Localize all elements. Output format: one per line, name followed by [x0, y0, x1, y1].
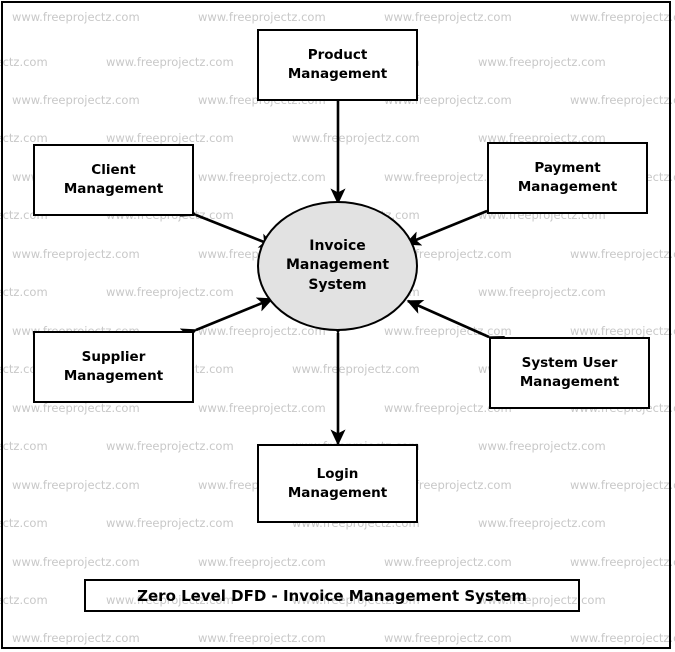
entity-login-management[interactable]: Login Management: [257, 444, 418, 523]
entity-product-management[interactable]: Product Management: [257, 29, 418, 101]
entity-login-management-label: Login Management: [287, 465, 388, 501]
flow-client: [179, 202, 276, 248]
entity-client-management[interactable]: Client Management: [33, 144, 194, 216]
diagram-caption-bar: Zero Level DFD - Invoice Management Syst…: [84, 579, 580, 612]
flow-system-user: [406, 299, 506, 350]
entity-supplier-management-label: Supplier Management: [63, 349, 164, 384]
process-label: Invoice Management System: [285, 238, 390, 293]
entity-payment-management-label: Payment Management: [517, 160, 618, 195]
flow-supplier: [179, 297, 274, 343]
entity-system-user-management-label: System User Management: [519, 355, 620, 390]
flow-payment: [404, 198, 504, 246]
diagram-title: Zero Level DFD - Invoice Management Syst…: [137, 586, 527, 605]
entity-system-user-management[interactable]: System User Management: [489, 337, 650, 409]
entity-supplier-management[interactable]: Supplier Management: [33, 331, 194, 403]
entity-payment-management[interactable]: Payment Management: [487, 142, 648, 214]
process-invoice-management-system[interactable]: Invoice Management System: [257, 201, 418, 331]
entity-product-management-label: Product Management: [287, 47, 388, 82]
entity-client-management-label: Client Management: [63, 162, 164, 197]
